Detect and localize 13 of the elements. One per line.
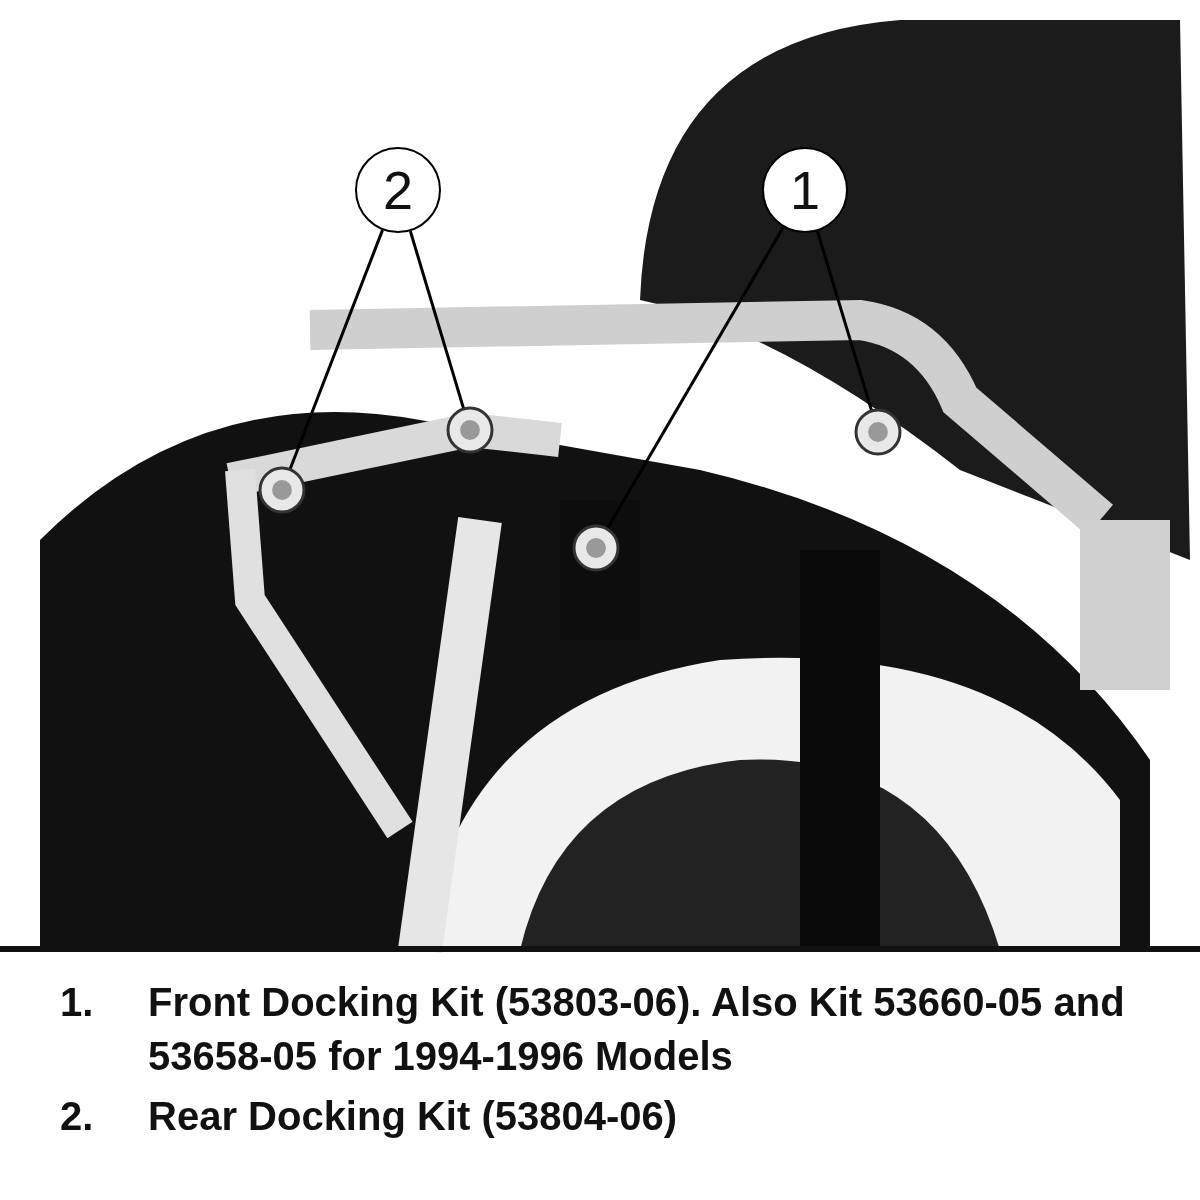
list-number: 2. <box>60 1093 95 1140</box>
leader-line <box>605 226 785 530</box>
list-number: 1. <box>60 979 95 1026</box>
bolt-head <box>572 524 620 572</box>
leader-line <box>816 230 874 412</box>
leader-line <box>288 229 384 471</box>
callout-number: 2 <box>355 147 441 233</box>
bolt-head <box>854 408 902 456</box>
part-description: Front Docking Kit (53803-06). Also Kit 53660-05 and 53658-05 for 1994-1996 Models <box>148 979 1126 1080</box>
leader-line <box>408 230 466 410</box>
bolt-head <box>446 406 494 454</box>
part-description: Rear Docking Kit (53804-06) <box>148 1093 678 1140</box>
bolt-head <box>258 466 306 514</box>
